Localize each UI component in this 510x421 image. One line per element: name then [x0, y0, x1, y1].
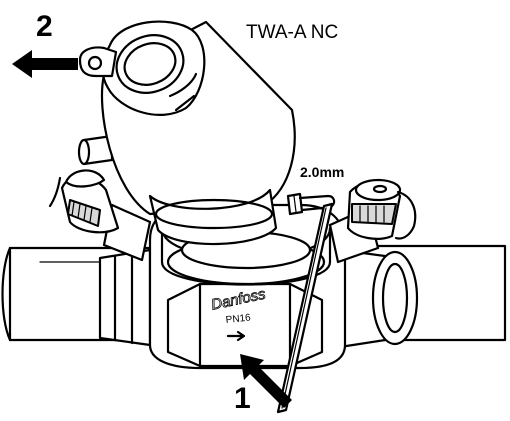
arrow-step-1: [240, 354, 292, 408]
left-test-plug: [48, 169, 152, 262]
tool-size-label: 2.0mm: [300, 164, 344, 180]
model-label: TWA-A NC: [246, 22, 338, 43]
valve-body: Danfoss PN16: [98, 203, 419, 370]
right-test-plug: [328, 178, 417, 264]
pressure-rating-mark: PN16: [225, 312, 251, 326]
locking-screw: [286, 192, 304, 216]
arrow-step-2: [12, 50, 78, 78]
allen-key: [276, 194, 336, 414]
actuator: [77, 20, 296, 246]
step-2-label: 2: [36, 10, 53, 43]
step-1-label: 1: [234, 382, 251, 415]
